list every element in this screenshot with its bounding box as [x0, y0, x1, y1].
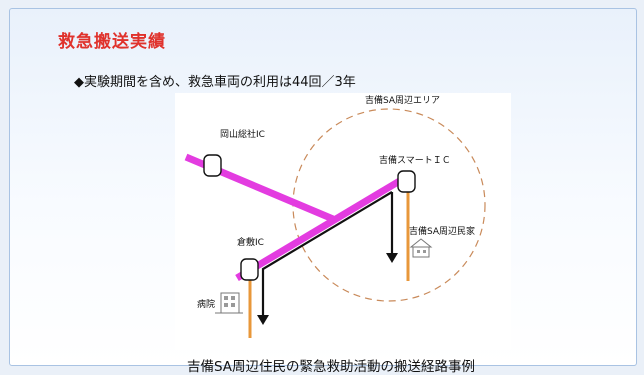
route-diagram-svg: 吉備SA周辺エリア 岡山総社IC 吉備スマートＩＣ 倉敷IC 吉備SA周辺民家 …: [184, 94, 486, 338]
arrow-head-2: [257, 315, 269, 325]
kurashiki-ic-label: 倉敷IC: [237, 236, 264, 248]
transport-route-main: [261, 191, 393, 317]
slide-title: 救急搬送実績: [58, 32, 166, 52]
hospital-icon: [215, 292, 243, 314]
residents-label: 吉備SA周辺民家: [409, 225, 475, 237]
okayama-ic-marker: [203, 154, 222, 177]
area-circle: [292, 108, 486, 302]
smart-ic-label: 吉備スマートＩＣ: [379, 154, 451, 166]
smart-ic-marker: [397, 170, 416, 193]
hospital-label: 病院: [197, 298, 215, 310]
kurashiki-ic-marker: [240, 258, 259, 281]
houses-icon: [409, 238, 433, 258]
okayama-ic-label: 岡山総社IC: [220, 128, 265, 140]
arrow-head-1: [386, 253, 398, 263]
slide-panel: 救急搬送実績 ◆実験期間を含め、救急車両の利用は44回／3年: [9, 8, 637, 375]
expressway-main: [235, 172, 410, 282]
diagram-caption: 吉備SA周辺住民の緊急救助活動の搬送経路事例: [186, 359, 476, 375]
bullet-text: ◆実験期間を含め、救急車両の利用は44回／3年: [74, 75, 356, 90]
route-diagram: 吉備SA周辺エリア 岡山総社IC 吉備スマートＩＣ 倉敷IC 吉備SA周辺民家 …: [175, 93, 511, 350]
area-label: 吉備SA周辺エリア: [365, 94, 440, 106]
